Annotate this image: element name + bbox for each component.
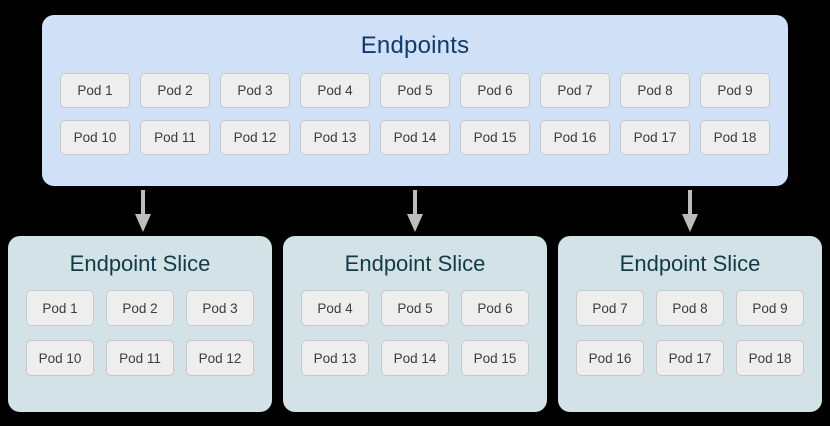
- endpoint-slice-pod-grid: Pod 1 Pod 2 Pod 3 Pod 10 Pod 11 Pod 12: [8, 290, 272, 376]
- pod-chip: Pod 15: [460, 120, 530, 155]
- pod-chip: Pod 2: [140, 73, 210, 108]
- endpoint-slice-pod-row: Pod 16 Pod 17 Pod 18: [568, 340, 812, 376]
- pod-chip: Pod 6: [461, 290, 529, 326]
- endpoint-slice-container: Endpoint Slice Pod 1 Pod 2 Pod 3 Pod 10 …: [8, 236, 272, 412]
- endpoints-pod-row: Pod 1 Pod 2 Pod 3 Pod 4 Pod 5 Pod 6 Pod …: [54, 73, 776, 108]
- pod-chip: Pod 4: [301, 290, 369, 326]
- pod-chip: Pod 17: [656, 340, 724, 376]
- endpoint-slice-container: Endpoint Slice Pod 4 Pod 5 Pod 6 Pod 13 …: [283, 236, 547, 412]
- pod-chip: Pod 13: [301, 340, 369, 376]
- pod-chip: Pod 5: [380, 73, 450, 108]
- endpoints-title: Endpoints: [360, 32, 470, 59]
- arrow-down-icon: [407, 190, 423, 232]
- pod-chip: Pod 14: [381, 340, 449, 376]
- endpoint-slice-pod-row: Pod 7 Pod 8 Pod 9: [568, 290, 812, 326]
- pod-chip: Pod 10: [26, 340, 94, 376]
- pod-chip: Pod 13: [300, 120, 370, 155]
- pod-chip: Pod 10: [60, 120, 130, 155]
- arrow-down-icon: [135, 190, 151, 232]
- pod-chip: Pod 2: [106, 290, 174, 326]
- pod-chip: Pod 18: [700, 120, 770, 155]
- pod-chip: Pod 6: [460, 73, 530, 108]
- pod-chip: Pod 3: [186, 290, 254, 326]
- pod-chip: Pod 8: [656, 290, 724, 326]
- endpoint-slice-pod-row: Pod 4 Pod 5 Pod 6: [293, 290, 537, 326]
- pod-chip: Pod 7: [576, 290, 644, 326]
- endpoint-slice-pod-row: Pod 10 Pod 11 Pod 12: [18, 340, 262, 376]
- pod-chip: Pod 16: [576, 340, 644, 376]
- pod-chip: Pod 18: [736, 340, 804, 376]
- pod-chip: Pod 1: [60, 73, 130, 108]
- endpoint-slice-pod-grid: Pod 4 Pod 5 Pod 6 Pod 13 Pod 14 Pod 15: [283, 290, 547, 376]
- endpoint-slice-title: Endpoint Slice: [69, 251, 211, 276]
- endpoint-slice-pod-row: Pod 13 Pod 14 Pod 15: [293, 340, 537, 376]
- endpoint-slice-container: Endpoint Slice Pod 7 Pod 8 Pod 9 Pod 16 …: [558, 236, 822, 412]
- pod-chip: Pod 5: [381, 290, 449, 326]
- pod-chip: Pod 11: [106, 340, 174, 376]
- pod-chip: Pod 7: [540, 73, 610, 108]
- endpoint-slice-title: Endpoint Slice: [344, 251, 486, 276]
- pod-chip: Pod 15: [461, 340, 529, 376]
- pod-chip: Pod 17: [620, 120, 690, 155]
- endpoint-slice-pod-row: Pod 1 Pod 2 Pod 3: [18, 290, 262, 326]
- endpoints-pod-row: Pod 10 Pod 11 Pod 12 Pod 13 Pod 14 Pod 1…: [54, 120, 776, 155]
- pod-chip: Pod 11: [140, 120, 210, 155]
- pod-chip: Pod 9: [700, 73, 770, 108]
- endpoints-container: Endpoints Pod 1 Pod 2 Pod 3 Pod 4 Pod 5 …: [42, 15, 788, 186]
- pod-chip: Pod 14: [380, 120, 450, 155]
- pod-chip: Pod 9: [736, 290, 804, 326]
- pod-chip: Pod 3: [220, 73, 290, 108]
- pod-chip: Pod 4: [300, 73, 370, 108]
- pod-chip: Pod 12: [220, 120, 290, 155]
- pod-chip: Pod 16: [540, 120, 610, 155]
- endpoint-slice-title: Endpoint Slice: [619, 251, 761, 276]
- arrow-down-icon: [682, 190, 698, 232]
- endpoint-slice-pod-grid: Pod 7 Pod 8 Pod 9 Pod 16 Pod 17 Pod 18: [558, 290, 822, 376]
- pod-chip: Pod 12: [186, 340, 254, 376]
- pod-chip: Pod 8: [620, 73, 690, 108]
- endpoints-pod-grid: Pod 1 Pod 2 Pod 3 Pod 4 Pod 5 Pod 6 Pod …: [42, 73, 788, 155]
- pod-chip: Pod 1: [26, 290, 94, 326]
